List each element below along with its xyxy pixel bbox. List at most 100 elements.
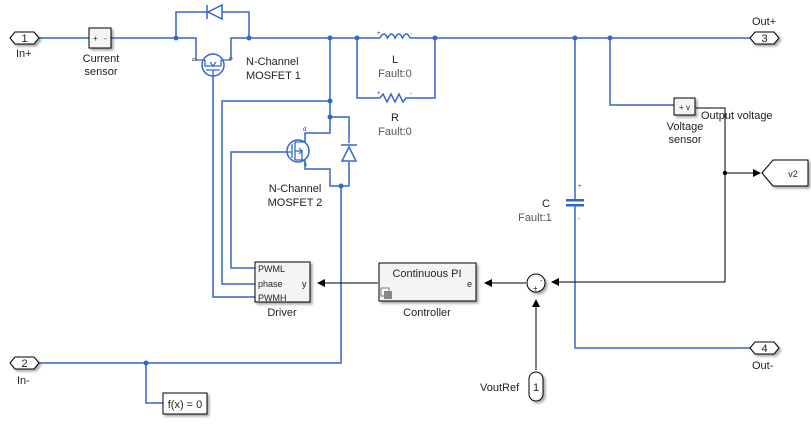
wire-mosfet1-d[interactable] bbox=[176, 37, 197, 60]
current-sensor-minus: - bbox=[104, 34, 107, 43]
junction-dot bbox=[173, 35, 179, 41]
mosfet-1-icon[interactable] bbox=[196, 53, 231, 77]
sum-block[interactable] bbox=[526, 273, 546, 293]
port-in-minus[interactable]: 2 bbox=[9, 356, 40, 370]
solver-text: f(x) = 0 bbox=[168, 399, 203, 411]
wire-pwml[interactable] bbox=[230, 151, 287, 269]
controller-label: Controller bbox=[403, 307, 451, 319]
port-in-plus[interactable]: 1 bbox=[9, 31, 40, 45]
signal-output-voltage[interactable] bbox=[551, 107, 726, 286]
port-number: 1 bbox=[533, 382, 539, 394]
port-label-in-plus: In+ bbox=[16, 48, 32, 60]
driver-port-pwml: PWML bbox=[258, 264, 285, 274]
capacitor-icon[interactable] bbox=[566, 199, 584, 207]
voltage-sensor-block[interactable] bbox=[673, 97, 696, 116]
junction-dot bbox=[327, 35, 333, 41]
driver-label: Driver bbox=[267, 307, 297, 319]
junction-dot bbox=[338, 183, 344, 189]
signal-connections bbox=[317, 107, 761, 370]
port-label-out-plus: Out+ bbox=[752, 16, 776, 28]
capacitor-fault: Fault:1 bbox=[518, 212, 552, 224]
driver-block[interactable] bbox=[254, 261, 311, 303]
mosfet-2-label-1: N-Channel bbox=[269, 183, 322, 195]
controller-block[interactable] bbox=[378, 262, 477, 302]
wire-mosfet2-d[interactable] bbox=[304, 117, 331, 140]
port-number: 3 bbox=[761, 33, 767, 45]
resistor-icon[interactable] bbox=[379, 92, 410, 104]
solver-configuration-block[interactable] bbox=[162, 392, 208, 415]
port-out-plus[interactable]: 3 bbox=[749, 31, 780, 45]
port-number: 2 bbox=[21, 358, 27, 370]
mosfet-1-label-1: N-Channel bbox=[246, 56, 299, 68]
wire-diode2-top[interactable] bbox=[330, 116, 350, 143]
wire-diode1-loop[interactable] bbox=[175, 11, 250, 38]
wire-cap-bottom[interactable] bbox=[574, 206, 750, 349]
driver-port-y: y bbox=[302, 279, 307, 289]
inport-vout-ref[interactable]: 1 bbox=[528, 371, 544, 402]
mosfet-1-label-2: MOSFET 1 bbox=[246, 70, 301, 82]
junction-dot bbox=[327, 114, 333, 120]
wire-phase[interactable] bbox=[221, 100, 330, 285]
capacitor-plus: + bbox=[578, 184, 582, 190]
controller-port-e: e bbox=[467, 279, 472, 289]
wire-diode2-bottom[interactable] bbox=[341, 162, 350, 187]
junction-dot bbox=[246, 35, 252, 41]
goto-tag: v2 bbox=[788, 169, 798, 179]
junction-dot bbox=[432, 35, 438, 41]
port-number: 1 bbox=[21, 33, 27, 45]
junction-dot bbox=[572, 35, 578, 41]
junction-dot bbox=[327, 98, 333, 104]
resistor-minus: - bbox=[410, 91, 412, 97]
junction-dot bbox=[607, 35, 613, 41]
wire-mosfet2-s[interactable] bbox=[304, 162, 341, 187]
wire-pwmh[interactable] bbox=[212, 76, 255, 298]
sum-plus: + bbox=[533, 284, 538, 293]
goto-block-v2[interactable] bbox=[761, 159, 809, 187]
mosfet-2-pin-d: d bbox=[303, 127, 306, 133]
port-label-out-minus: Out- bbox=[752, 360, 774, 372]
mosfet-2-pin-s: s bbox=[304, 162, 307, 168]
junctions bbox=[143, 35, 613, 366]
port-out-minus[interactable]: 4 bbox=[749, 341, 780, 355]
capacitor-label: C bbox=[542, 198, 550, 210]
voltage-sensor-label-1: Voltage bbox=[667, 121, 704, 133]
wire-solver[interactable] bbox=[145, 363, 163, 404]
mosfet-1-pin-d: d bbox=[190, 58, 196, 61]
current-sensor-label-2: sensor bbox=[84, 66, 117, 78]
controller-title: Continuous PI bbox=[392, 268, 461, 280]
junction-dot bbox=[143, 360, 149, 366]
current-sensor-block[interactable] bbox=[88, 27, 112, 49]
junction-dot bbox=[354, 35, 360, 41]
capacitor-minus: - bbox=[578, 216, 580, 222]
diode-1-icon[interactable] bbox=[205, 3, 224, 21]
wire-vsensor[interactable] bbox=[609, 38, 674, 106]
inductor-fault: Fault:0 bbox=[378, 68, 412, 80]
voltage-sensor-text: + v bbox=[679, 103, 690, 112]
wire-R-loop[interactable] bbox=[356, 38, 436, 99]
current-sensor-label-1: Current bbox=[83, 53, 120, 65]
subsystem-icon bbox=[380, 287, 392, 299]
inductor-minus: - bbox=[410, 31, 412, 37]
resistor-label: R bbox=[391, 112, 399, 124]
signal-junction bbox=[722, 170, 728, 176]
signal-label-output-voltage: Output voltage bbox=[701, 110, 773, 122]
driver-port-phase: phase bbox=[258, 279, 283, 289]
current-sensor-plus: + bbox=[93, 34, 98, 43]
wire-inminus[interactable] bbox=[38, 186, 342, 364]
port-number: 4 bbox=[761, 343, 767, 355]
inductor-plus: + bbox=[377, 31, 381, 37]
driver-port-pwmh: PWMH bbox=[258, 293, 287, 303]
mosfet-1-pin-s: s bbox=[227, 57, 233, 60]
physical-connections bbox=[38, 11, 750, 404]
voltage-sensor-label-2: sensor bbox=[668, 134, 701, 146]
wire-mosfet1-s[interactable] bbox=[230, 37, 249, 60]
diode-2-icon[interactable] bbox=[340, 144, 358, 162]
inductor-label: L bbox=[392, 54, 398, 66]
resistor-fault: Fault:0 bbox=[378, 126, 412, 138]
sum-minus: - bbox=[540, 276, 543, 285]
inductor-icon[interactable] bbox=[379, 33, 411, 40]
mosfet-2-icon[interactable] bbox=[286, 139, 310, 163]
port-label-vout-ref: VoutRef bbox=[480, 382, 520, 394]
resistor-plus: + bbox=[377, 91, 381, 97]
